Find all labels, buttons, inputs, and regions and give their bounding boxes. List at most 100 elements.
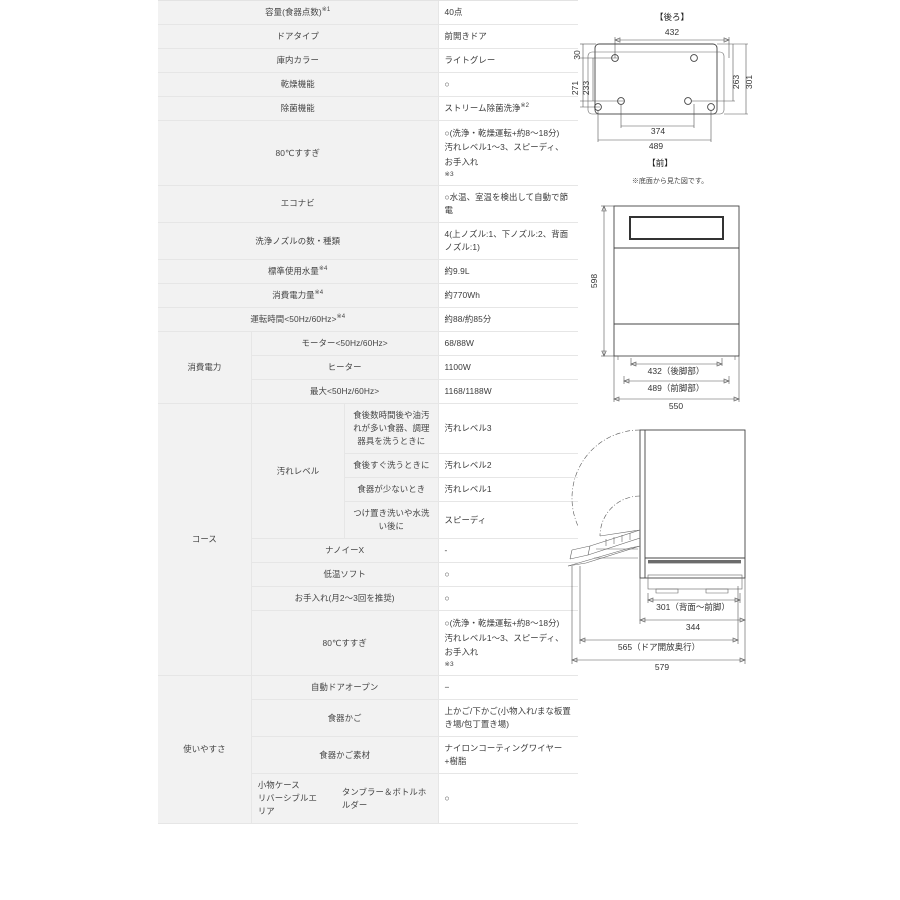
row-value: ○ [438,72,578,98]
row-value: 1100W [438,355,578,381]
table-row: 食器が少ないとき 汚れレベル1 [158,477,578,503]
dim-left-inner: 233 [581,81,591,95]
table-row: エコナビ ○水温、室温を検出して自動で節電 [158,185,578,224]
row-label: 最大<50Hz/60Hz> [251,379,439,405]
table-row: 最大<50Hz/60Hz> 1168/1188W [158,379,578,405]
group-label-usability: 使いやすさ [158,675,252,825]
row-value: 前開きドア [438,24,578,50]
case-label-lines: 小物ケース リバーシブルエリア [258,779,320,818]
row-value: スピーディ [438,501,578,540]
diagram-bottom-plan-view: 【後ろ】 432 30 271 233 263 301 [570,8,772,203]
row-value: ○ [438,562,578,588]
sub-group-label-dirt-level: 汚れレベル [251,403,346,540]
row-label: 除菌機能 [158,96,439,122]
dim-bottom-inner: 374 [651,126,665,136]
plan-title-rear: 【後ろ】 [655,12,689,22]
case-label-line1: 小物ケース [257,780,300,791]
row-label: モーター<50Hz/60Hz> [251,331,439,357]
row-label: 乾燥機能 [158,72,439,98]
case-label-group: 小物ケース リバーシブルエリア タンブラー＆ボトルホルダー [258,779,432,818]
table-row: 運転時間<50Hz/60Hz>※4 約88/約85分 [158,307,578,333]
row-label: 食後すぐ洗うときに [344,453,439,479]
row-label: 容量(食器点数)※1 [158,1,439,26]
dim-bottom-outer: 489 [649,141,663,151]
dim-depth-body: 344 [686,622,700,632]
plan-title-front: 【前】 [647,158,673,168]
table-row: 食器かご 上かご/下かご(小物入れ/まな板置き場/包丁置き場) [158,699,578,738]
row-value-note: ※3 [444,661,454,669]
plan-note: ※底面から見た図です。 [632,176,708,185]
row-value: 約9.9L [438,259,578,285]
diagram-side-view: 301（背面〜前脚） 344 565（ドア開放奥行） 579 [560,418,790,678]
row-label-text: 標準使用水量 [268,266,319,277]
row-label: 自動ドアオープン [251,675,439,701]
dim-left-small: 30 [572,50,582,60]
dim-right-inner: 263 [731,75,741,89]
bottom-plan-svg: 【後ろ】 432 30 271 233 263 301 [570,12,754,185]
table-row: ヒーター 1100W [158,355,578,381]
row-label: お手入れ(月2〜3回を推奨) [251,586,439,612]
row-label: つけ置き洗いや水洗い後に [344,501,439,540]
row-label-superscript: ※1 [321,7,331,14]
row-label: 消費電力量※4 [158,283,439,309]
row-label: 運転時間<50Hz/60Hz>※4 [158,307,439,333]
row-label: 80℃すすぎ [158,120,439,186]
row-value: 約88/約85分 [438,307,578,333]
dim-total-width: 550 [669,401,683,411]
row-value: ○(洗浄・乾燥運転+約8〜18分) 汚れレベル1〜3、スピーディ、お手入れ ※3 [438,610,578,677]
row-value-line1: ○(洗浄・乾燥運転+約8〜18分) [444,618,560,629]
row-value: ○(洗浄・乾燥運転+約8〜18分) 汚れレベル1〜3、スピーディ、お手入れ ※3 [438,120,578,186]
table-row: 低温ソフト ○ [158,562,578,588]
table-row: つけ置き洗いや水洗い後に スピーディ [158,501,578,540]
table-row: 使いやすさ 自動ドアオープン − [158,675,578,825]
row-label: 食後数時間後や油汚れが多い食器、調理器具を洗うときに [344,403,439,455]
row-label-superscript: ※4 [318,266,328,273]
row-value: − [438,675,578,701]
specification-table: 容量(食器点数)※1 40点 ドアタイプ 前開きドア 庫内カラー ライトグレー … [158,1,578,825]
table-row: 80℃すすぎ ○(洗浄・乾燥運転+約8〜18分) 汚れレベル1〜3、スピーディ、… [158,120,578,186]
row-value: ストリーム除菌洗浄※2 [438,96,578,122]
table-row: お手入れ(月2〜3回を推奨) ○ [158,586,578,612]
dim-right-outer: 301 [744,75,754,89]
table-row: 消費電力 モーター<50Hz/60Hz> 68/88W [158,331,578,405]
row-label: 低温ソフト [251,562,439,588]
row-label: 洗浄ノズルの数・種類 [158,222,439,261]
row-value: ナイロンコーティングワイヤー+樹脂 [438,736,578,775]
table-row: コース 汚れレベル 食後数時間後や油汚れが多い食器、調理器具を洗うときに 汚れレ… [158,403,578,677]
front-view-svg: 598 432（後脚部） 489（前脚部） 550 [589,205,740,411]
row-label-text: 運転時間<50Hz/60Hz> [250,314,337,325]
row-value: 4(上ノズル:1、下ノズル:2、背面ノズル:1) [438,222,578,261]
table-row: 食器かご素材 ナイロンコーティングワイヤー+樹脂 [158,736,578,775]
row-value-superscript: ※2 [520,103,530,110]
table-row: 除菌機能 ストリーム除菌洗浄※2 [158,96,578,122]
row-value-text: ストリーム除菌洗浄 [444,103,521,114]
row-label: 80℃すすぎ [251,610,439,677]
table-body: 容量(食器点数)※1 40点 ドアタイプ 前開きドア 庫内カラー ライトグレー … [158,1,578,825]
row-value: 汚れレベル2 [438,453,578,479]
dim-back-to-front-leg: 301（背面〜前脚） [656,602,730,612]
row-label: 食器かご [251,699,439,738]
dim-top-width: 432 [665,27,679,37]
row-value: 汚れレベル3 [438,403,578,455]
table-row: ナノイーX - [158,538,578,564]
table-row: 乾燥機能 ○ [158,72,578,98]
table-row: 消費電力量※4 約770Wh [158,283,578,309]
row-value: 上かご/下かご(小物入れ/まな板置き場/包丁置き場) [438,699,578,738]
diagram-front-view: 598 432（後脚部） 489（前脚部） 550 [580,196,775,411]
group-label-course: コース [158,403,252,677]
row-label: エコナビ [158,185,439,224]
row-label-superscript: ※4 [314,290,324,297]
row-value-line2: 汚れレベル1〜3、スピーディ、お手入れ [444,632,564,657]
row-label: ナノイーX [251,538,439,564]
row-value: 1168/1188W [438,379,578,405]
dim-height: 598 [589,274,599,288]
row-label: 食器が少ないとき [344,477,439,503]
row-value: 汚れレベル1 [438,477,578,503]
row-value: 約770Wh [438,283,578,309]
row-label-superscript: ※4 [336,314,346,321]
row-label-text: 容量(食器点数) [265,7,322,17]
table-row: 標準使用水量※4 約9.9L [158,259,578,285]
dim-left-outer: 271 [572,81,580,95]
dim-front-legs: 489（前脚部） [648,383,705,393]
row-value: 40点 [438,1,578,26]
